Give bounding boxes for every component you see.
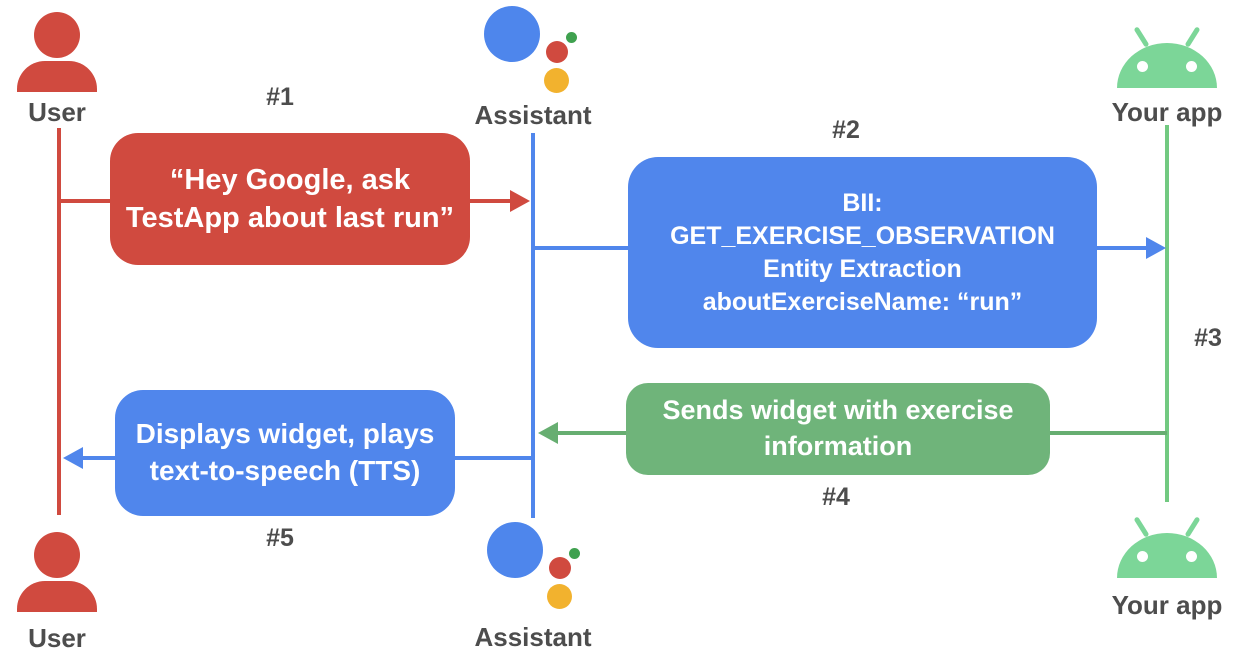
- actor-label-assistant-top: Assistant: [474, 100, 592, 130]
- user-lifeline: [57, 128, 61, 515]
- assistant-red-circle-icon: [546, 41, 568, 63]
- actor-label-assistant-bottom: Assistant: [474, 622, 592, 652]
- step-label-5: #5: [266, 524, 294, 552]
- android-antenna-icon: [1184, 516, 1201, 538]
- message-1-box: “Hey Google, ask TestApp about last run”: [110, 133, 470, 265]
- person-body-icon: [17, 61, 97, 92]
- message-5-arrowhead-icon: [63, 447, 83, 469]
- android-eye-icon: [1137, 551, 1148, 562]
- user-person-icon: [17, 12, 97, 92]
- android-antenna-icon: [1184, 26, 1201, 48]
- assistant-green-dot-icon: [566, 32, 577, 43]
- android-antenna-icon: [1133, 26, 1150, 48]
- android-eye-icon: [1186, 551, 1197, 562]
- android-eye-icon: [1137, 61, 1148, 72]
- step-label-3: #3: [1194, 324, 1222, 352]
- actor-label-user-top: User: [28, 97, 86, 127]
- message-4-arrowhead-icon: [538, 422, 558, 444]
- assistant-blue-circle-icon: [484, 6, 540, 62]
- assistant-red-circle-icon: [549, 557, 571, 579]
- google-assistant-icon: [487, 522, 587, 612]
- actor-label-app-bottom: Your app: [1111, 590, 1223, 620]
- android-antenna-icon: [1133, 516, 1150, 538]
- message-5-box: Displays widget, plays text-to-speech (T…: [115, 390, 455, 516]
- google-assistant-icon: [484, 6, 584, 96]
- app-lifeline: [1165, 125, 1169, 502]
- assistant-blue-circle-icon: [487, 522, 543, 578]
- android-icon: [1115, 516, 1219, 578]
- message-2-arrowhead-icon: [1146, 237, 1166, 259]
- android-icon: [1115, 26, 1219, 88]
- actor-label-user-bottom: User: [28, 623, 86, 653]
- android-head-icon: [1117, 533, 1217, 578]
- assistant-yellow-circle-icon: [544, 68, 569, 93]
- actor-label-app-top: Your app: [1111, 97, 1223, 127]
- step-label-1: #1: [266, 83, 294, 111]
- message-1-arrowhead-icon: [510, 190, 530, 212]
- message-2-box: BII: GET_EXERCISE_OBSERVATION Entity Ext…: [628, 157, 1097, 348]
- person-head-icon: [34, 532, 80, 578]
- assistant-lifeline: [531, 133, 535, 518]
- step-label-2: #2: [832, 116, 860, 144]
- assistant-green-dot-icon: [569, 548, 580, 559]
- person-head-icon: [34, 12, 80, 58]
- message-4-box: Sends widget with exercise information: [626, 383, 1050, 475]
- android-head-icon: [1117, 43, 1217, 88]
- user-person-icon: [17, 532, 97, 612]
- step-label-4: #4: [822, 483, 850, 511]
- android-eye-icon: [1186, 61, 1197, 72]
- person-body-icon: [17, 581, 97, 612]
- assistant-yellow-circle-icon: [547, 584, 572, 609]
